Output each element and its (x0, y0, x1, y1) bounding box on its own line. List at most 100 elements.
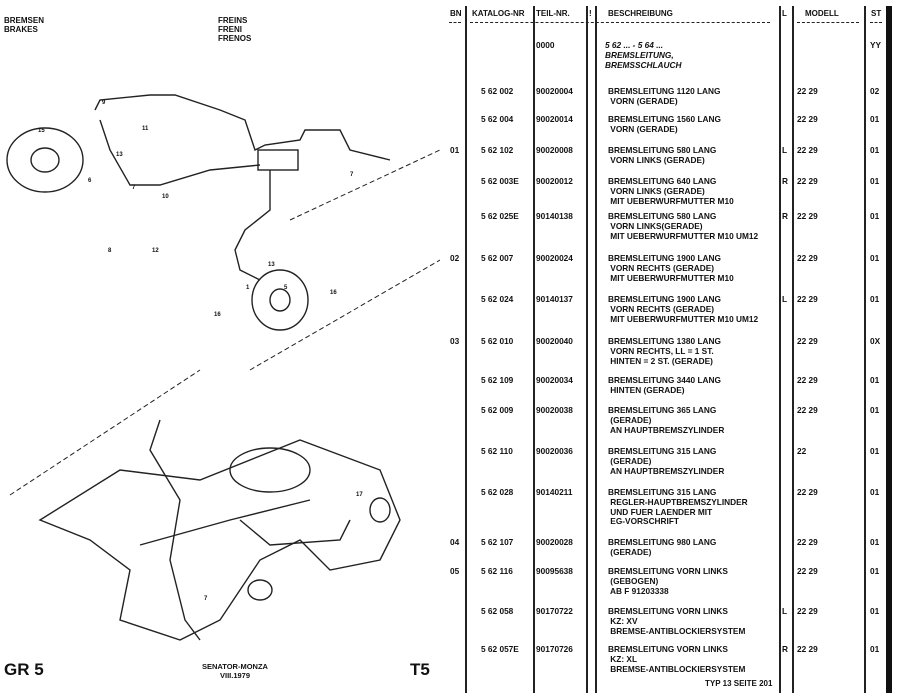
callout: 5 (284, 285, 288, 291)
brake-hub-left (30, 147, 60, 173)
st-cell: 01 (870, 294, 880, 304)
katalog-cell: 5 62 002 (481, 86, 514, 96)
teil-cell: 90095638 (536, 566, 573, 576)
col-teil: TEIL-NR. (536, 9, 570, 18)
col-l: L (782, 9, 787, 18)
description-line: AB F 91203338 (608, 585, 669, 596)
katalog-cell: 5 62 009 (481, 405, 514, 415)
katalog-cell: 5 62 109 (481, 375, 514, 385)
description-line: UND FUER LAENDER MIT (608, 506, 713, 517)
teil-cell: 90020034 (536, 375, 573, 385)
leader-lines (9, 149, 440, 496)
title-de: BREMSEN (4, 16, 45, 25)
description-line: BREMSLEITUNG, (605, 49, 674, 60)
description-line: BREMSLEITUNG 640 LANG (608, 176, 717, 186)
description-line: VORN LINKS (GERADE) (608, 185, 705, 196)
teil-cell: 90020038 (536, 405, 573, 415)
teil-cell: 90020028 (536, 537, 573, 547)
modell-cell: 22 29 (797, 145, 818, 155)
rear-axle-subframe (38, 439, 401, 641)
description-line: HINTEN (GERADE) (608, 384, 685, 395)
description-line: HINTEN = 2 ST. (GERADE) (608, 355, 713, 366)
callout: 16 (214, 312, 221, 318)
katalog-cell: 5 62 110 (481, 446, 513, 456)
modell-cell: 22 29 (797, 405, 818, 415)
modell-cell: 22 29 (797, 176, 818, 186)
callout: 16 (330, 290, 337, 296)
callout: 10 (162, 194, 169, 200)
callout: 8 (108, 248, 112, 254)
front-brake-line-left (99, 119, 261, 186)
teil-cell: 90170722 (536, 606, 573, 616)
brake-line-diagram (6, 94, 440, 641)
description-line: VORN LINKS (GERADE) (608, 154, 705, 165)
table-number: T5 (410, 660, 430, 679)
description-line: MIT UEBERWURFMUTTER M10 (608, 195, 734, 206)
rear-brake-line-right (239, 519, 351, 546)
description-line: BREMSLEITUNG VORN LINKS (608, 606, 728, 616)
description-line: AN HAUPTBREMSZYLINDER (608, 424, 725, 435)
st-cell: 0X (870, 336, 881, 346)
teil-cell: 90020012 (536, 176, 573, 186)
rear-bushing (247, 579, 273, 601)
st-cell: 01 (870, 566, 880, 576)
description-line: AN HAUPTBREMSZYLINDER (608, 465, 725, 476)
modell-cell: 22 29 (797, 336, 818, 346)
modell-cell: 22 29 (797, 487, 818, 497)
description-line: (GERADE) (608, 414, 652, 425)
col-katalog: KATALOG-NR (472, 9, 525, 18)
model-name: SENATOR-MONZA (202, 662, 268, 671)
front-brake-line-right (234, 170, 271, 281)
st-cell: 01 (870, 253, 880, 263)
bn-cell: 04 (450, 537, 460, 547)
description-line: (GERADE) (608, 546, 652, 557)
callout: 11 (142, 126, 149, 132)
teil-cell: 90140137 (536, 294, 573, 304)
brake-disc-left (6, 127, 84, 193)
callout: 13 (116, 152, 123, 158)
side-cell: L (782, 606, 788, 616)
modell-cell: 22 29 (797, 606, 818, 616)
katalog-cell: 5 62 010 (481, 336, 514, 346)
modell-cell: 22 29 (797, 114, 818, 124)
katalog-cell: 5 62 003E (481, 176, 519, 186)
callout: 7 (132, 185, 136, 191)
modell-cell: 22 29 (797, 537, 818, 547)
teil-cell: 90020008 (536, 145, 573, 155)
description-line: BREMSLEITUNG 580 LANG (608, 211, 717, 221)
modell-cell: 22 29 (797, 86, 818, 96)
teil-cell: 0000 (536, 40, 555, 50)
st-cell: 01 (870, 176, 880, 186)
modell-cell: 22 29 (797, 566, 818, 576)
st-cell: YY (870, 40, 882, 50)
description-line: BREMSLEITUNG 315 LANG (608, 487, 717, 497)
description-line: VORN LINKS(GERADE) (608, 220, 703, 231)
st-cell: 01 (870, 145, 880, 155)
katalog-cell: 5 62 028 (481, 487, 514, 497)
st-cell: 01 (870, 375, 880, 385)
side-cell: R (782, 644, 788, 654)
description-line: 5 62 ... - 5 64 ... (605, 40, 664, 50)
bn-cell: 01 (450, 145, 460, 155)
st-cell: 01 (870, 537, 880, 547)
column-divider (595, 6, 597, 693)
header-rule (797, 22, 859, 23)
description-line: BREMSE-ANTIBLOCKIERSYSTEM (608, 663, 746, 674)
column-divider (864, 6, 866, 693)
description-line: (GEBOGEN) (608, 575, 659, 586)
col-excl: ! (589, 9, 592, 18)
teil-cell: 90020036 (536, 446, 573, 456)
model-info: SENATOR-MONZA VIII.1979 (180, 662, 290, 680)
description-line: MIT UEBERWURFMUTTER M10 UM12 (608, 313, 759, 324)
page-edge-bar (886, 6, 892, 693)
section-title-mid: FREINS FRENI FRENOS (218, 16, 251, 43)
